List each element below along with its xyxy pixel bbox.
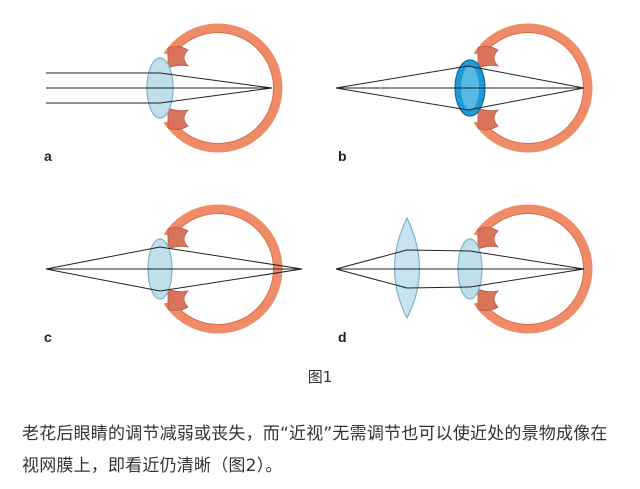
body-paragraph: 老花后眼睛的调节减弱或丧失，而“近视”无需调节也可以使近处的景物成像在视网膜上，… [22,424,608,476]
panel-b [335,28,588,148]
panel-label-a: a [44,148,52,164]
light-rays [46,72,273,104]
figure-caption: 图1 [307,368,333,386]
panel-a [46,28,278,148]
panel-d [335,209,588,329]
panel-c [45,209,303,329]
corrective-lens [394,216,420,320]
light-rays [45,246,303,292]
panel-label-c: c [44,329,52,345]
light-rays [335,65,585,111]
eye-optics-diagram [45,0,640,360]
light-rays [335,249,585,289]
panel-label-b: b [338,148,347,164]
panel-label-d: d [338,329,347,345]
